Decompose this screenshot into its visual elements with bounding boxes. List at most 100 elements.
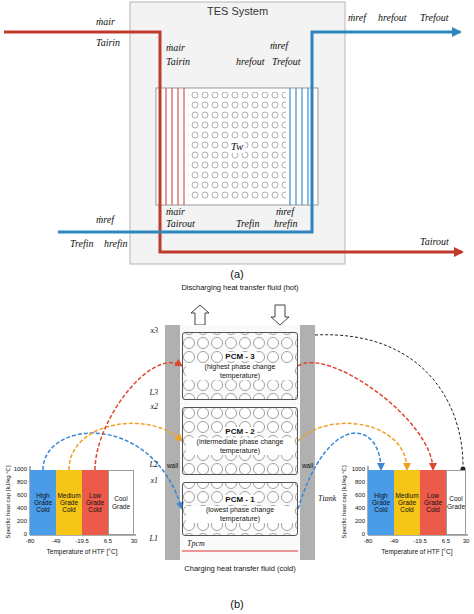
pcm-layer: PCM - 3(highest phase change temperature… <box>182 332 298 400</box>
label: 800 <box>17 479 27 486</box>
grade-band: Cool Grade <box>446 470 466 535</box>
label: Trefin <box>70 238 94 250</box>
label: Tw <box>230 140 245 153</box>
label: wall <box>167 462 178 470</box>
label: x2 <box>150 402 158 412</box>
label: -19.5 <box>75 538 89 545</box>
grade-band: High Grade Cold <box>368 470 394 535</box>
air-pipe <box>4 32 462 252</box>
pcm-capsules <box>183 483 297 535</box>
node-title: Medium Grade Cold <box>57 492 81 513</box>
label: Temperature of HTF [°C] <box>382 548 453 556</box>
tank-wall <box>165 325 180 560</box>
label: 400 <box>355 505 365 512</box>
outflow-arrow <box>191 305 209 325</box>
tank-interior <box>180 325 300 560</box>
label: 0 <box>24 531 27 538</box>
pcm-layer: PCM - 1(lowest phase change temperature) <box>182 482 298 536</box>
ref-tube <box>307 88 308 205</box>
label: 6.5 <box>104 538 112 545</box>
tank-temp-leader <box>315 335 463 466</box>
grade-band: Low Grade Cold <box>420 470 446 535</box>
label: (b) <box>230 598 243 611</box>
label: 200 <box>355 518 365 525</box>
air-tube <box>165 88 166 205</box>
air-tube <box>183 88 184 205</box>
label: Tairin <box>96 37 120 49</box>
label: hrefin <box>274 218 298 230</box>
chart-axes <box>30 466 136 535</box>
label: ṁref <box>348 12 366 24</box>
node-title: PCM - 1 <box>223 495 256 505</box>
label: Ttank <box>318 494 336 504</box>
flow-arrow <box>298 423 407 470</box>
label: ṁair <box>166 206 185 218</box>
label: ṁair <box>96 16 115 28</box>
grade-band: Medium Grade Cold <box>394 470 420 535</box>
grade-band: High Grade Cold <box>30 470 56 535</box>
label: -80 <box>26 538 35 545</box>
ref-tube <box>289 88 290 205</box>
label: Tpcm <box>186 539 206 549</box>
node-title: PCM - 3 <box>223 352 256 362</box>
air-tubes <box>166 88 184 205</box>
label: Trefin <box>236 218 260 230</box>
grade-band: Cool Grade <box>108 470 134 535</box>
label: ṁref <box>276 206 294 218</box>
label: Temperature of HTF [°C] <box>47 548 118 556</box>
refrigerant-pipe <box>58 32 460 232</box>
label: hrefout <box>378 12 407 24</box>
label: x3 <box>150 326 158 336</box>
label: -80 <box>364 538 373 545</box>
label: ṁref <box>270 40 288 52</box>
node-title: Low Grade Cold <box>83 492 107 513</box>
label: wall <box>302 462 313 470</box>
node-subtitle: (lowest phase change temperature) <box>186 506 294 523</box>
inflow-arrow <box>271 305 289 325</box>
ref-tubes <box>290 88 308 205</box>
label: -19.5 <box>413 538 427 545</box>
node-title: Cool Grade <box>447 495 465 509</box>
label: 1000 <box>352 466 365 473</box>
flow-arrow <box>69 423 182 470</box>
label: Specific heat cap [kJ/kg °C] <box>341 465 348 538</box>
label: 600 <box>17 492 27 499</box>
pcm-fill <box>188 92 286 200</box>
node-title: High Grade Cold <box>369 492 393 513</box>
label: Trefout <box>272 56 301 68</box>
ref-tube <box>295 88 296 205</box>
pcm-capsules <box>183 333 297 399</box>
label: Trefout <box>420 12 449 24</box>
label: -49 <box>52 538 61 545</box>
grade-band: Low Grade Cold <box>82 470 108 535</box>
flow-arrow <box>95 363 182 470</box>
label: Charging heat transfer fluid (cold) <box>180 564 300 573</box>
label: hrefout <box>236 56 265 68</box>
label: Tairin <box>166 56 190 68</box>
label: 6.5 <box>442 538 450 545</box>
label: hrefin <box>104 238 128 250</box>
label: 600 <box>355 492 365 499</box>
label: Tairout <box>166 218 195 230</box>
node-title: Low Grade Cold <box>421 492 445 513</box>
node-title: TES System <box>207 5 268 18</box>
node-title: PCM - 2 <box>223 427 256 437</box>
ref-tube <box>301 88 302 205</box>
pcm-temp-line <box>182 550 298 551</box>
label: Discharging heat transfer fluid (hot) <box>180 283 300 292</box>
label: -49 <box>390 538 399 545</box>
node-title: Cool Grade <box>110 495 132 509</box>
tank-wall <box>300 325 315 560</box>
label: L2 <box>150 460 158 470</box>
label: 400 <box>17 505 27 512</box>
node-title: Medium Grade Cold <box>395 492 419 513</box>
air-tube <box>177 88 178 205</box>
label: ṁref <box>96 214 114 226</box>
node-subtitle: (intermediate phase change temperature) <box>186 438 294 455</box>
flow-arrow <box>298 363 433 470</box>
label: x1 <box>150 476 158 486</box>
label: 30 <box>131 538 138 545</box>
air-tube <box>171 88 172 205</box>
label: 30 <box>463 538 470 545</box>
pcm-layer: PCM - 2(intermediate phase change temper… <box>182 407 298 475</box>
